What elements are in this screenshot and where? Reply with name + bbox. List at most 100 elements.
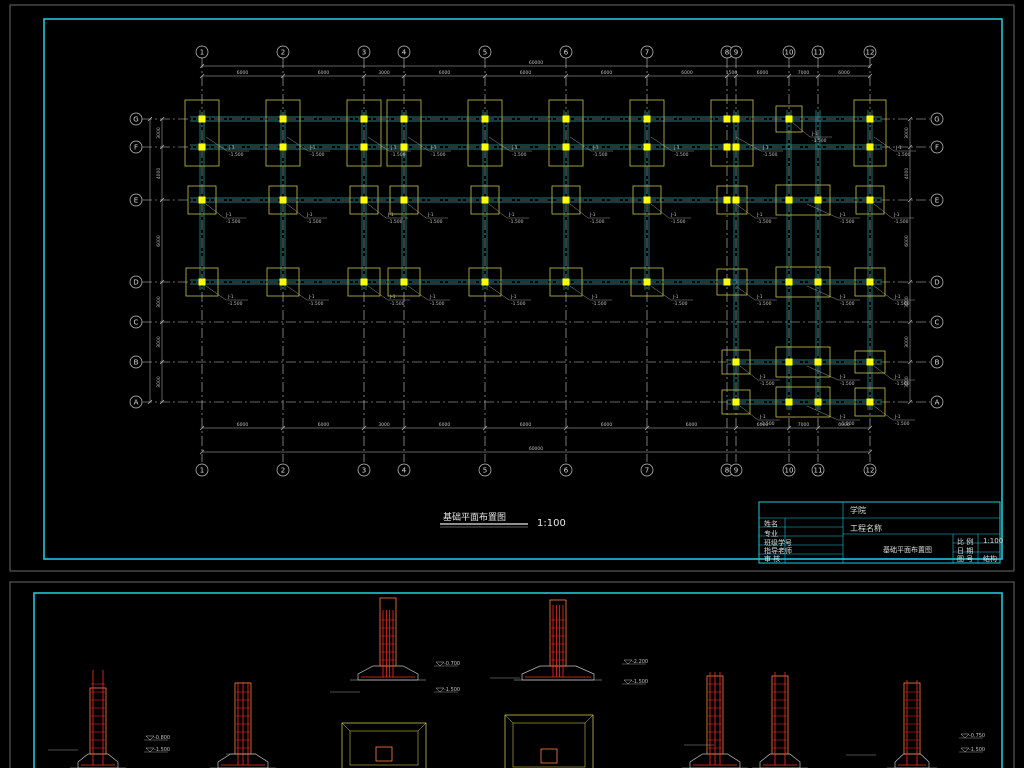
footing-outline [386,99,422,167]
dim-top-spans-tick [401,73,407,79]
leader-line [873,365,894,381]
axis-bottom-12-circle [863,463,877,477]
dim-left-spans-tick [159,144,165,150]
footing-elevation: -1.500 [896,152,911,158]
dim-top-spans-value: 6000 [601,70,613,76]
footing-outline [389,185,419,215]
footing-elevation: -1.500 [895,421,910,427]
column [360,115,368,123]
axis-bottom-8: 8 [725,467,729,475]
dim-bottom-spans-tick [199,425,205,431]
elev-mark-4-symbol [435,687,445,693]
dim-right-spans-value: 3000 [904,127,910,139]
column [562,143,570,151]
axis-bottom-10: 10 [785,467,794,475]
leader-line [806,203,839,219]
dim-top-spans-tick [644,73,650,79]
leader-line [286,285,308,301]
footing-elevation: -1.500 [840,421,855,427]
footing-outline [185,267,219,297]
dim-right-spans-value: 3000 [904,376,910,388]
column [732,115,740,123]
column [400,278,408,286]
axis-bottom-5: 5 [483,467,487,475]
footing-mark: J-1 [306,212,313,218]
leader-line [367,136,390,152]
detail-section-4-pedestal [549,599,567,667]
axis-top-2-circle [276,45,290,59]
footing-elevation: -1.500 [226,219,241,225]
footing-outline [187,185,217,215]
footing-mark: J-1 [893,212,900,218]
leader-line [873,136,895,152]
dim-bottom-total-value: 60000 [529,446,543,452]
dim-right-spans-tick [907,116,913,122]
column [279,143,287,151]
detail-plan-1-outer [341,722,427,768]
dim-left-spans-tick [159,197,165,203]
column [866,196,874,204]
footing-outline [346,99,382,167]
footing-elevation: -1.500 [894,219,909,225]
footing-outline [470,185,500,215]
axis-top-9-circle [729,45,743,59]
dim-left-spans-value: 3000 [156,376,162,388]
dim-right-spans-value: 6000 [904,235,910,247]
leader-line [407,203,427,219]
axis-left-F-circle [129,140,143,154]
leader-line [739,405,759,421]
dim-top-spans-tick [724,73,730,79]
axis-left-B: B [134,359,139,367]
column [643,115,651,123]
leader-line [650,285,672,301]
footing-outline [853,99,887,167]
footing-mark: J-1 [759,414,766,420]
leader-line [367,285,389,301]
axis-top-12: 12 [866,49,875,57]
axis-top-5-circle [478,45,492,59]
footing-mark: J-1 [895,145,902,151]
column [279,115,287,123]
footing-elevation: -1.500 [757,219,772,225]
axis-top-11-circle [811,45,825,59]
axis-top-12-circle [863,45,877,59]
leader-line [286,136,309,152]
detail-drawing-frame [33,592,1003,768]
footing-elevation: -1.500 [840,219,855,225]
detail-section-3-base [357,665,419,681]
column [643,196,651,204]
dim-left-spans-value: 3000 [156,296,162,308]
column [814,398,822,406]
dim-top-spans-tick [563,73,569,79]
column [785,115,793,123]
elev-mark-3: -0.700 [444,661,460,667]
detail-section-3-pedestal [379,597,397,667]
axis-right-F: F [935,144,939,152]
column [198,143,206,151]
dim-top-spans-tick [482,73,488,79]
column [723,196,731,204]
leader-line [488,136,511,152]
axis-bottom-11-circle [811,463,825,477]
footing-outline [775,105,803,133]
column [785,278,793,286]
axis-left-B-circle [129,355,143,369]
axis-right-F-circle [930,140,944,154]
axis-bottom-4-circle [397,463,411,477]
column [814,278,822,286]
footing-outline [710,99,754,167]
footing-elevation: -1.500 [512,152,527,158]
dim-bottom-spans-tick [280,425,286,431]
footing-elevation: -1.500 [228,301,243,307]
leader-line [488,203,508,219]
footing-outline [387,267,421,297]
detail-plan-1-edge [417,722,427,732]
axis-right-B-circle [930,355,944,369]
footing-elevation: -1.500 [673,301,688,307]
dim-top-spans-value: 6000 [237,70,249,76]
leader-line [205,136,228,152]
title-block-row-major: 专业 [764,530,778,538]
axis-right-B: B [935,359,940,367]
footing-elevation: -1.500 [760,381,775,387]
footing-mark: J-1 [228,145,235,151]
